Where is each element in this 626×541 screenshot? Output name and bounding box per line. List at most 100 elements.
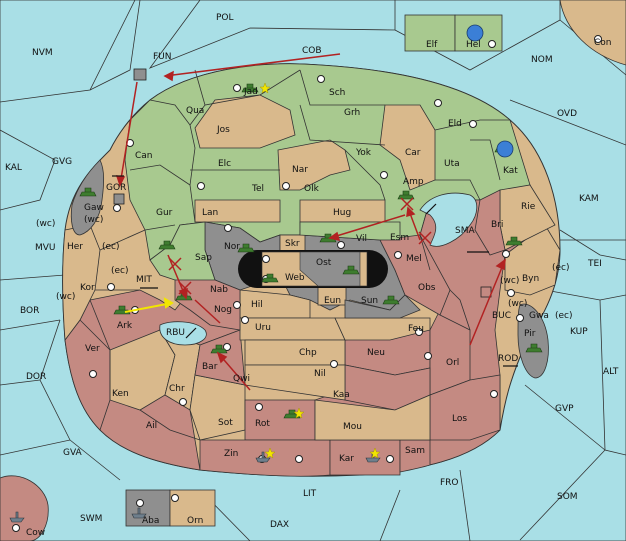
province-pir [517,303,549,379]
label-som: SOM [557,492,578,502]
label-kal: KAL [5,163,22,173]
label-zin: Zin [224,449,238,459]
sea-labels: POL NVM FUN COB NOM Con OVD KAL GVG GOR … [5,13,619,538]
label-web: Web [285,273,305,283]
label-pir: Pir [524,329,536,339]
star-marker [259,82,271,94]
province-car [379,104,436,191]
label-ost: Ost [316,258,332,268]
border [89,299,111,351]
label-con: Con [594,38,612,48]
continent [62,63,561,477]
supply-center [394,251,402,259]
label-grh: Grh [344,108,360,118]
army-unit[interactable] [342,265,360,275]
label-cob: COB [302,46,322,56]
supply-center [386,455,394,463]
province-nab [174,279,241,331]
label-dax: DAX [270,520,289,530]
label-ver: Ver [85,344,100,354]
label-sap: Sap [195,253,212,263]
label-bor: BOR [20,306,39,316]
province-chp [244,339,346,366]
province-ost-inner [299,251,361,287]
label-can: Can [135,151,153,161]
supply-center [233,84,241,92]
supply-center [171,494,179,502]
army-unit[interactable] [382,295,400,305]
buc-marker [480,286,492,298]
label-feu: Feu [408,324,424,334]
label-mou: Mou [343,422,362,432]
star-marker [293,407,305,419]
supply-center [516,314,524,322]
label-gwa: Gwa [529,311,549,321]
sea-border [89,0,141,91]
army-unit[interactable] [505,236,523,246]
supply-center [295,455,303,463]
border [435,179,481,201]
fleet-unit[interactable] [9,511,25,523]
label-mit: MIT [136,275,152,285]
supply-center [262,255,270,263]
province-sam [399,439,431,473]
army-unit[interactable] [79,187,97,197]
supply-center [107,283,115,291]
label-gvp: GVP [555,404,574,414]
label-nab: Nab [210,285,228,295]
connectors [112,175,518,367]
label-qwi: Qwi [233,374,250,384]
province-jos [194,94,296,149]
fun-marker [133,68,147,81]
supply-center [434,99,442,107]
label-lit: LIT [303,489,317,499]
label-fro: FRO [440,478,459,488]
arrow-head [216,351,228,364]
supply-center [507,289,515,297]
connector-arrow [425,203,437,215]
sea-border [0,129,56,211]
supply-center [223,343,231,351]
orders [115,53,506,391]
border [344,149,386,201]
label-buc: BUC [492,311,511,321]
supply-center [337,241,345,249]
army-unit[interactable] [210,344,228,354]
army-unit[interactable] [525,343,543,353]
army-unit[interactable] [158,240,176,250]
fleet-unit[interactable] [255,451,271,463]
army-unit[interactable] [283,409,301,419]
label-nvm: NVM [32,48,53,58]
army-unit[interactable] [237,243,255,253]
army-unit[interactable] [241,83,259,93]
province-gaw [70,159,105,236]
label-esm: Esm [390,233,409,243]
arrow-head [328,231,341,242]
label-fun: FUN [153,52,172,62]
supply-center [12,524,20,532]
supply-center [224,224,232,232]
army-unit[interactable] [261,273,279,283]
label-nom: NOM [531,55,553,65]
supply-center [594,35,602,43]
connector-arrow [185,327,197,339]
sea-border [524,384,606,451]
border [99,229,146,251]
label-her: Her [67,242,83,252]
province-labels: Elf Hel Jad Sch Qua Jos Grh Eld Can Yok … [67,40,549,526]
label-coast-gaw: (wc) [84,215,103,225]
label-uru: Uru [255,323,271,333]
label-mvu: MVU [35,243,56,253]
order-arrow [329,214,406,239]
label-nar: Nar [292,165,308,175]
label-lan: Lan [202,208,218,218]
fleet-unit[interactable] [131,507,147,519]
army-unit[interactable] [397,190,415,200]
label-eld: Eld [448,119,462,129]
label-skr: Skr [285,239,300,249]
gor-marker [113,193,125,205]
sea-border [379,489,401,541]
supply-center [330,360,338,368]
supply-center [233,301,241,309]
